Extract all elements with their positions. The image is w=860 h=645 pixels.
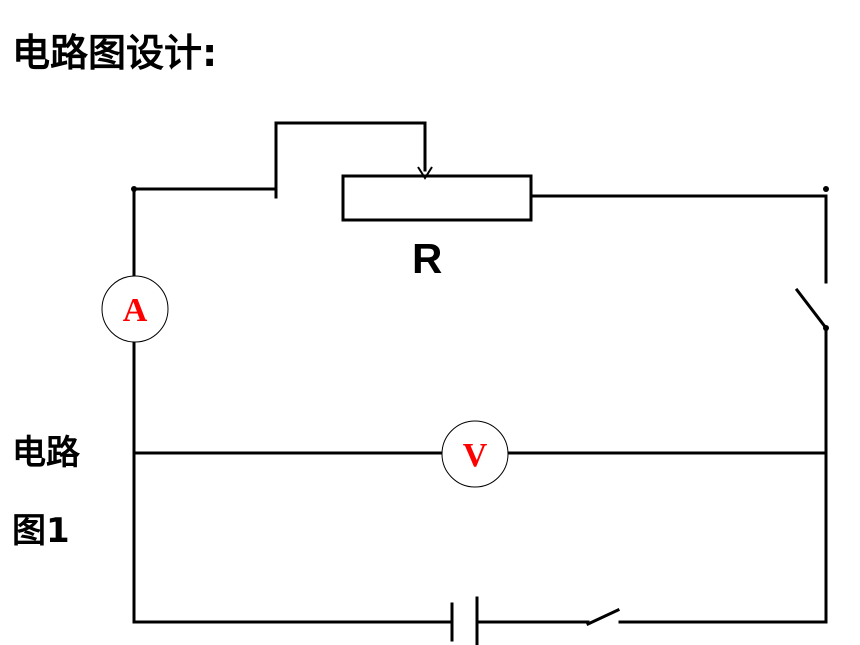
- resistor-label: R: [412, 235, 443, 282]
- rheostat-slider-wire: [274, 121, 427, 199]
- junction-dot: [823, 186, 829, 192]
- junction-dot: [131, 186, 137, 192]
- bottom-switch-blade: [586, 608, 620, 626]
- right-switch-blade: [794, 287, 829, 331]
- ammeter-label: A: [123, 292, 148, 329]
- page-title: 电路图设计:: [12, 31, 218, 75]
- ammeter-icon: [101, 275, 169, 343]
- rheostat-resistor: [341, 174, 533, 222]
- voltmeter-label: V: [463, 437, 488, 474]
- figure-caption-line1: 电路: [12, 433, 80, 473]
- slider-arrow-icon: [417, 166, 433, 180]
- voltmeter-icon: [441, 420, 509, 488]
- figure-caption-line2: 图1: [12, 511, 70, 551]
- junction-dot: [823, 325, 829, 331]
